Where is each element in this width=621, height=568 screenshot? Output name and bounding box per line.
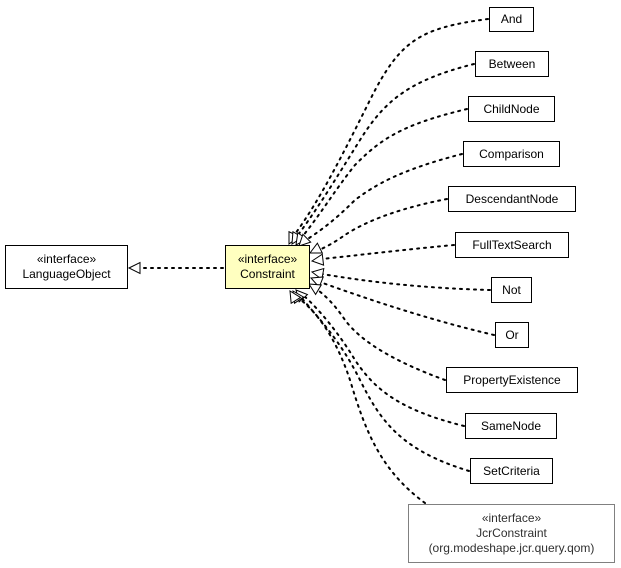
jcr-constraint-stereotype: «interface»: [481, 511, 542, 525]
descendant-node-class-name: DescendantNode: [465, 191, 559, 206]
between-to-constraint-line: [297, 63, 475, 236]
child-node-class[interactable]: ChildNode: [468, 96, 555, 122]
language-object-name: LanguageObject: [22, 267, 111, 281]
constraint-class[interactable]: «interface» Constraint: [225, 245, 310, 289]
jcr-constraint-to-constraint-line: [296, 296, 426, 504]
constraint-to-language-object-arrowhead: [127, 261, 141, 275]
same-node-class-name: SameNode: [480, 418, 542, 433]
not-to-constraint-line: [321, 273, 491, 291]
language-object-stereotype: «interface»: [36, 252, 97, 266]
not-class[interactable]: Not: [491, 277, 532, 303]
between-class[interactable]: Between: [475, 51, 549, 77]
same-node-class[interactable]: SameNode: [465, 413, 557, 439]
descendant-node-to-constraint-line: [315, 198, 448, 252]
comparison-class[interactable]: Comparison: [463, 141, 560, 167]
same-node-to-constraint-line: [302, 294, 465, 427]
and-to-constraint-line: [294, 18, 489, 235]
jcr-constraint-package: (org.modeshape.jcr.query.qom): [428, 541, 595, 555]
descendant-node-to-constraint-arrowhead: [308, 242, 324, 254]
and-class-name: And: [500, 12, 523, 26]
comparison-to-constraint-line: [305, 153, 463, 241]
and-class[interactable]: And: [489, 7, 534, 32]
jcr-constraint-interface[interactable]: «interface» JcrConstraint (org.modeshape…: [408, 504, 615, 563]
full-text-search-to-constraint-arrowhead: [310, 253, 325, 266]
descendant-node-class[interactable]: DescendantNode: [448, 186, 576, 212]
child-node-to-constraint-line: [301, 108, 468, 238]
between-class-name: Between: [488, 56, 536, 71]
set-criteria-to-constraint-line: [299, 295, 470, 472]
property-existence-to-constraint-line: [314, 287, 446, 381]
child-node-class-name: ChildNode: [483, 101, 540, 116]
or-to-constraint-line: [319, 281, 495, 336]
jcr-constraint-to-constraint-arrowhead: [289, 290, 302, 305]
or-class[interactable]: Or: [495, 322, 529, 348]
constraint-stereotype: «interface»: [237, 252, 298, 266]
full-text-search-class-name: FullTextSearch: [472, 237, 552, 252]
not-to-constraint-arrowhead: [310, 267, 325, 281]
not-class-name: Not: [502, 282, 521, 297]
jcr-constraint-name: JcrConstraint: [476, 526, 547, 540]
comparison-to-constraint-arrowhead: [298, 233, 312, 247]
language-object-class[interactable]: «interface» LanguageObject: [5, 245, 128, 289]
full-text-search-to-constraint-line: [321, 244, 455, 260]
property-existence-class[interactable]: PropertyExistence: [446, 367, 578, 393]
property-existence-to-constraint-arrowhead: [308, 283, 323, 296]
comparison-class-name: Comparison: [479, 146, 544, 161]
full-text-search-class[interactable]: FullTextSearch: [455, 232, 569, 258]
constraint-name: Constraint: [240, 267, 295, 281]
or-to-constraint-arrowhead: [309, 276, 325, 289]
set-criteria-class[interactable]: SetCriteria: [470, 458, 553, 484]
set-criteria-class-name: SetCriteria: [483, 463, 540, 478]
property-existence-class-name: PropertyExistence: [463, 372, 561, 387]
edges: [127, 18, 495, 504]
or-class-name: Or: [505, 327, 519, 342]
